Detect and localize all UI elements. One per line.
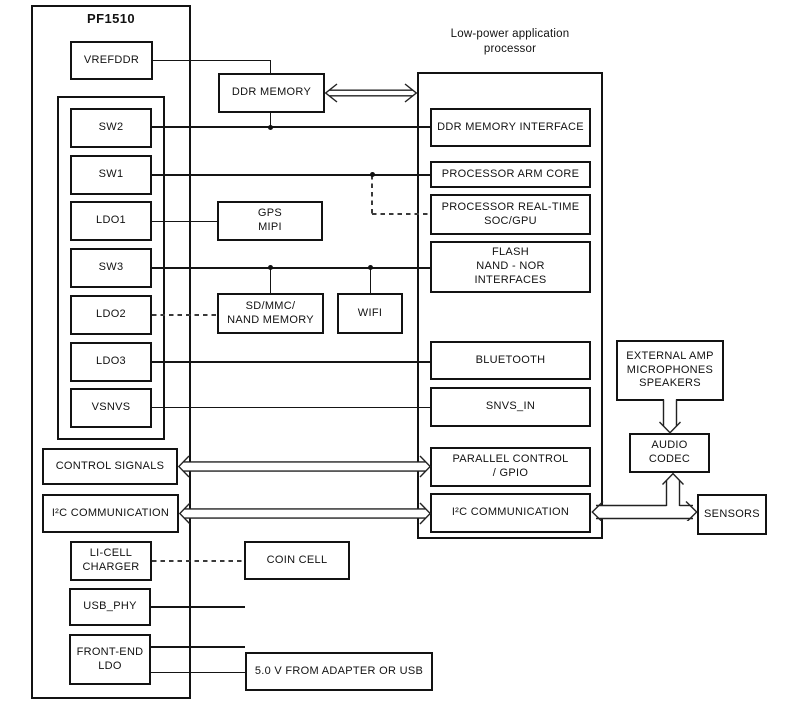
block-li-cell-charger: LI-CELL CHARGER [70, 541, 152, 581]
block-sw1: SW1 [70, 155, 152, 195]
junction-dot [369, 172, 375, 178]
processor-title: Low-power application processor [450, 28, 570, 55]
junction-dot [267, 124, 273, 130]
block-coin-cell: COIN CELL [244, 541, 350, 580]
block-sw2: SW2 [70, 108, 152, 148]
block-ddr-memory-interface: DDR MEMORY INTERFACE [430, 108, 591, 147]
block-parallel-control-gpio: PARALLEL CONTROL / GPIO [430, 447, 591, 487]
block-sw3: SW3 [70, 248, 152, 288]
block-audio-codec: AUDIO CODEC [629, 433, 710, 473]
block-usb-phy: USB_PHY [69, 588, 151, 626]
block-control-signals: CONTROL SIGNALS [42, 448, 178, 485]
line-sdmmc-down [269, 268, 271, 294]
block-ldo2: LDO2 [70, 295, 152, 335]
block-ddr-memory: DDR MEMORY [218, 73, 325, 113]
dash-sw1-branch-to-realtime [372, 213, 430, 215]
block-gps-mipi: GPS MIPI [217, 201, 323, 241]
pf1510-outline [31, 5, 191, 699]
line-wifi-down [369, 268, 371, 294]
arrow-i2c-sensors-audio [589, 468, 701, 521]
block-processor-arm-core: PROCESSOR ARM CORE [430, 161, 591, 188]
block-external-amp-speakers: EXTERNAL AMP MICROPHONES SPEAKERS [616, 340, 724, 401]
block-i2c-communication-proc: I²C COMMUNICATION [430, 493, 591, 533]
line-ddr-memory-down [269, 112, 271, 128]
arrow-ddr-memory-bus [325, 79, 417, 107]
processor-outline [417, 72, 603, 539]
block-snvs-in: SNVS_IN [430, 387, 591, 427]
line-front-end-ldo-top [151, 646, 245, 648]
line-front-end-ldo-to-5v [151, 671, 245, 674]
arrow-i2c-bus [179, 497, 431, 530]
block-5v-adapter-usb: 5.0 V FROM ADAPTER OR USB [245, 652, 433, 691]
dash-licell-to-coincell [152, 560, 244, 562]
line-vsnvs-to-snvs-in [152, 406, 430, 409]
line-vrefddr-to-ddr-memory-h [152, 59, 270, 61]
block-processor-realtime-soc: PROCESSOR REAL-TIME SOC/GPU [430, 194, 591, 235]
block-ldo1: LDO1 [70, 201, 152, 241]
line-sw3-to-flash [152, 267, 430, 269]
junction-dot [367, 265, 373, 271]
line-ldo1-to-gps [152, 220, 217, 222]
dash-ldo2-to-sdmmc [152, 314, 217, 316]
block-vsnvs: VSNVS [70, 388, 152, 428]
line-usb-phy [151, 606, 245, 608]
block-i2c-communication-pmic: I²C COMMUNICATION [42, 494, 179, 533]
block-flash-nand-nor: FLASH NAND - NOR INTERFACES [430, 241, 591, 293]
junction-dot [267, 265, 273, 271]
block-front-end-ldo: FRONT-END LDO [69, 634, 151, 685]
dash-sw1-branch-v [371, 175, 373, 214]
line-sw1-to-arm-core [152, 174, 430, 176]
arrow-control-signals-bus [178, 450, 431, 483]
block-vrefddr: VREFDDR [70, 41, 153, 80]
line-ldo3-to-bluetooth [152, 361, 430, 363]
arrow-amp-to-codec [653, 399, 687, 435]
block-bluetooth: BLUETOOTH [430, 341, 591, 380]
pf1510-title: PF1510 [87, 11, 135, 26]
block-wifi: WIFI [337, 293, 403, 334]
line-vrefddr-to-ddr-memory-v [269, 60, 271, 74]
block-sensors: SENSORS [697, 494, 767, 535]
block-sd-mmc-nand: SD/MMC/ NAND MEMORY [217, 293, 324, 334]
line-sw2-to-ddr-interface [152, 126, 430, 128]
block-ldo3: LDO3 [70, 342, 152, 382]
